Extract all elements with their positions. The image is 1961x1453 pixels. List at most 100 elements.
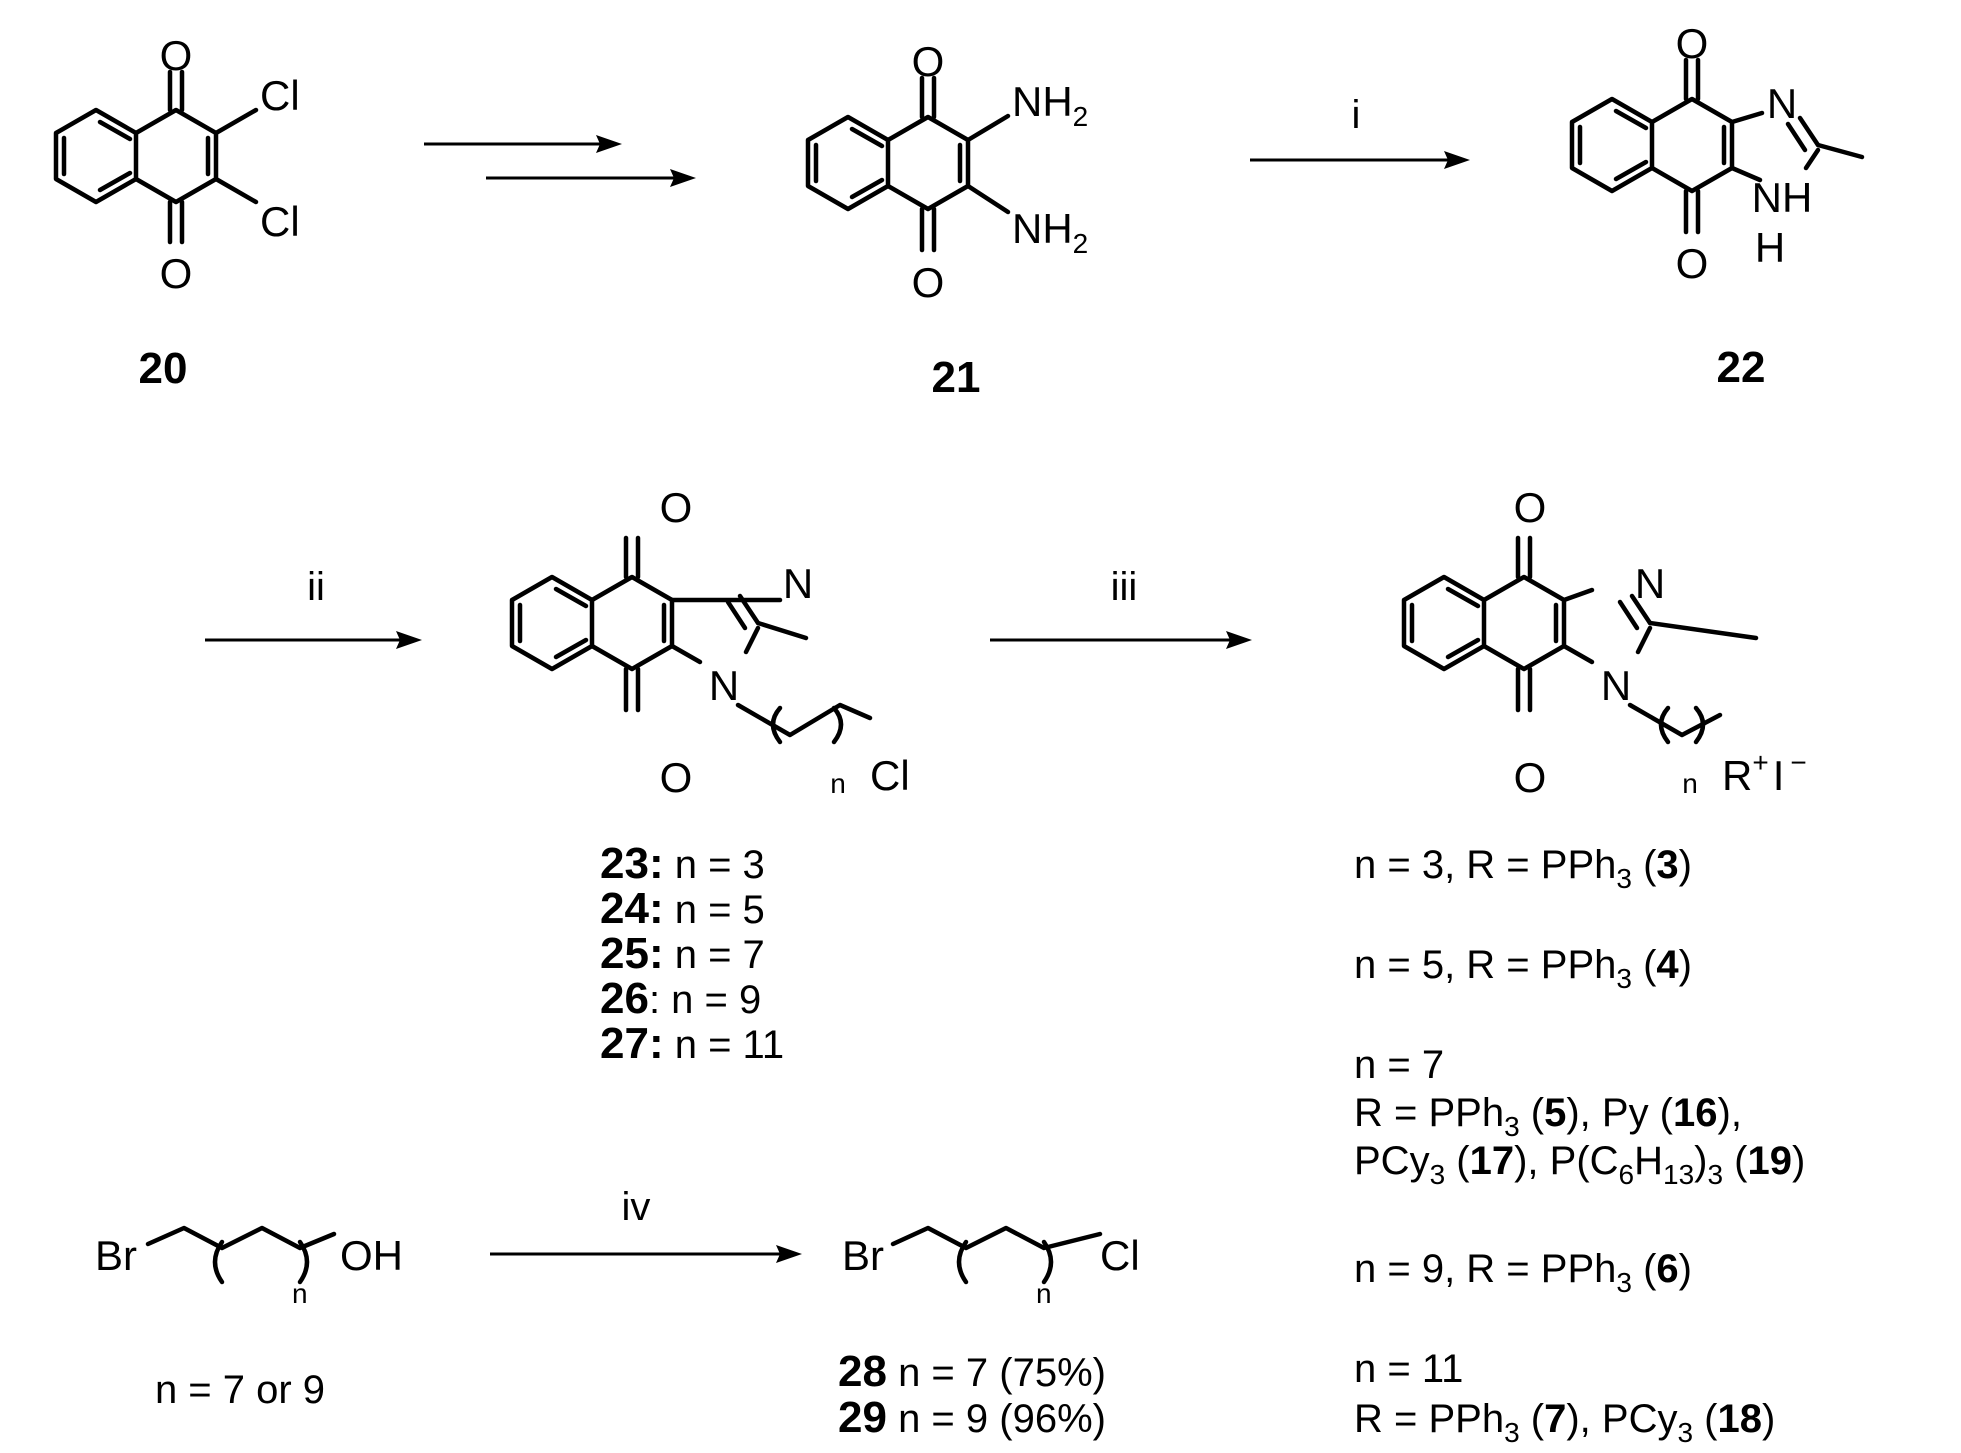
label-text: n = 3, R = PPh (1354, 843, 1616, 887)
product-line: PCy3 (17), P(C6H13)3 (19) (1354, 1139, 1805, 1190)
label-text: ( (1445, 1139, 1470, 1183)
compound-label-21: 21 (932, 353, 981, 402)
compound-label-25: 25: (600, 929, 664, 978)
compound-label-19: 19 (1748, 1139, 1793, 1183)
atom-cl: Cl (260, 72, 300, 119)
subscript: 3 (1677, 1417, 1693, 1448)
label-text: ( (1632, 943, 1657, 987)
compound-label-28: 28 (838, 1347, 887, 1396)
label-text: ) (1694, 1139, 1707, 1183)
series-line: 27: n = 11 (600, 1019, 784, 1068)
arrowhead (1226, 631, 1252, 649)
atom-n: N (709, 662, 739, 709)
subscript: 3 (1430, 1159, 1446, 1190)
label-text: ( (1632, 1247, 1657, 1291)
atom-nh: NH (1012, 205, 1073, 252)
label-text: ) (1762, 1397, 1775, 1441)
compound-label-22: 22 (1717, 343, 1766, 392)
atom-n: N (1601, 662, 1631, 709)
subscript: 3 (1504, 1417, 1520, 1448)
label-text: H (1634, 1139, 1663, 1183)
atom-br: Br (842, 1232, 884, 1279)
compound-label-24: 24: (600, 884, 664, 933)
atom-o: O (660, 484, 693, 531)
compound-label-3: 3 (1656, 843, 1678, 887)
subscript: 3 (1707, 1159, 1723, 1190)
product-line: n = 3, R = PPh3 (3) (1354, 843, 1692, 894)
reagent-label-iv: iv (622, 1185, 651, 1229)
compound-label-6: 6 (1656, 1247, 1678, 1291)
atom-n: N (783, 560, 813, 607)
atom-o: O (1514, 484, 1547, 531)
atom-br: Br (95, 1232, 137, 1279)
yield-line: 29 n = 9 (96%) (838, 1393, 1106, 1442)
label-text: R = PPh (1354, 1091, 1504, 1135)
bromoalcohol-structure (145, 1225, 337, 1285)
atom-n: N (1767, 80, 1797, 127)
repeat-n: n (830, 768, 846, 799)
arrowhead (396, 631, 422, 649)
yield-text: n = 7 (75%) (887, 1351, 1106, 1395)
compound-label-23: 23: (600, 839, 664, 888)
charge-minus: − (1790, 747, 1806, 778)
atom-cl: Cl (260, 198, 300, 245)
compound-label-16: 16 (1673, 1091, 1718, 1135)
compound-23-27-structure (509, 535, 873, 745)
subscript: 6 (1619, 1159, 1635, 1190)
atom-o: O (160, 32, 193, 79)
arrowhead (776, 1245, 802, 1263)
compound-22-structure (1569, 57, 1865, 235)
compound-label-26: 26 (600, 974, 649, 1023)
compound-label-29: 29 (838, 1393, 887, 1442)
product-line: n = 7 (1354, 1043, 1444, 1087)
atom-oh: OH (340, 1232, 403, 1279)
atom-nh2: NH2 (1012, 78, 1088, 132)
subscript: 3 (1616, 863, 1632, 894)
compound-label-17: 17 (1470, 1139, 1515, 1183)
label-text: R = PPh (1354, 1397, 1504, 1441)
yield-line: 28 n = 7 (75%) (838, 1347, 1106, 1396)
compound-label-5: 5 (1544, 1091, 1566, 1135)
label-text: ) (1792, 1139, 1805, 1183)
atom-o: O (660, 754, 693, 801)
atom-o: O (1514, 754, 1547, 801)
product-structure (1401, 535, 1759, 745)
repeat-n: n (1036, 1278, 1052, 1309)
product-line: n = 9, R = PPh3 (6) (1354, 1247, 1692, 1298)
atom-nh: NH (1752, 174, 1813, 221)
atom-r: R (1722, 752, 1752, 799)
label-text: ( (1693, 1397, 1718, 1441)
label-text: ( (1520, 1091, 1545, 1135)
label-text: ), P(C (1514, 1139, 1618, 1183)
label-text: ) (1679, 843, 1692, 887)
subscript: 2 (1073, 228, 1089, 259)
n-value: n = 5 (664, 888, 765, 932)
label-text: ( (1520, 1397, 1545, 1441)
n-value: n = 3 (664, 843, 765, 887)
n-range-label: n = 7 or 9 (155, 1368, 325, 1412)
label-text: PCy (1354, 1139, 1430, 1183)
series-line: 26: n = 9 (600, 974, 761, 1023)
reagent-label-iii: iii (1111, 565, 1138, 609)
label-text: ( (1723, 1139, 1748, 1183)
atom-o: O (912, 259, 945, 306)
atom-h: H (1755, 224, 1785, 271)
compound-label-27: 27: (600, 1019, 664, 1068)
compound-label-20: 20 (139, 344, 188, 393)
compound-21-structure (805, 75, 1011, 253)
product-line: n = 5, R = PPh3 (4) (1354, 943, 1692, 994)
label-text: n = 9, R = PPh (1354, 1247, 1616, 1291)
label-text: ), (1718, 1091, 1742, 1135)
repeat-n: n (292, 1278, 308, 1309)
atom-n: N (1635, 560, 1665, 607)
subscript: 3 (1616, 1267, 1632, 1298)
atom-nh2: NH2 (1012, 205, 1088, 259)
n-value: n = 11 (664, 1023, 784, 1067)
repeat-n: n (1682, 768, 1698, 799)
product-line: n = 11 (1354, 1347, 1463, 1391)
product-line: R = PPh3 (7), PCy3 (18) (1354, 1397, 1775, 1448)
atom-o: O (1676, 20, 1709, 67)
series-line: 24: n = 5 (600, 884, 765, 933)
